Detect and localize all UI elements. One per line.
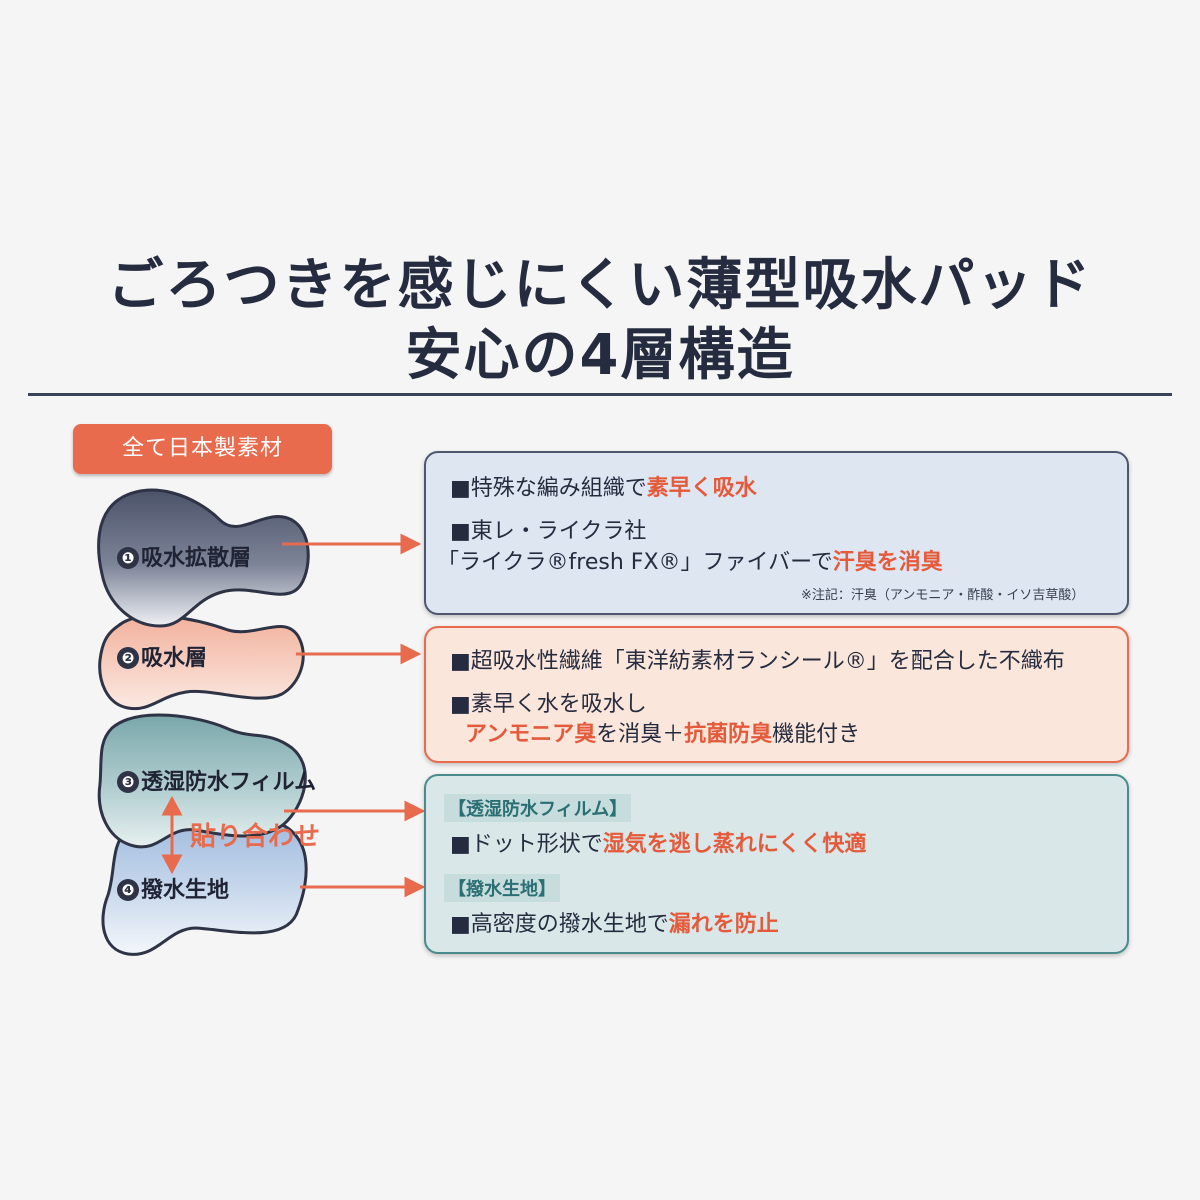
main-title-line2: 安心の4層構造 [405, 323, 795, 388]
box1-line2: ■東レ・ライクラ社 [450, 519, 647, 544]
box2-line2: ■素早く水を吸水し [450, 692, 647, 717]
box2-line1: ■超吸水性繊維「東洋紡素材ランシール®」を配合した不織布 [450, 649, 1065, 674]
layer3-shape [97, 713, 307, 849]
layer2-description-box [424, 626, 1129, 763]
box2-line3: アンモニア臭を消臭＋抗菌防臭機能付き [465, 722, 861, 747]
box1-line3: 「ライクラ®fresh FX®」ファイバーで汗臭を消臭 [437, 550, 943, 575]
bonding-label: 貼り合わせ [190, 822, 321, 852]
main-title-line1: ごろつきを感じにくい薄型吸水パッド [107, 253, 1093, 318]
box1-line1: ■特殊な編み組織で素早く吸水 [450, 476, 757, 501]
arrow-layer4 [300, 876, 426, 898]
film-tag: 【透湿防水フィルム】 [444, 794, 632, 822]
layer1-description-box [424, 451, 1129, 615]
box3-line1: ■ドット形状で湿気を逃し蒸れにくく快適 [450, 832, 867, 857]
double-arrow [161, 795, 183, 875]
box1-note: ※注記：汗臭（アンモニア・酢酸・イソ吉草酸） [801, 588, 1085, 603]
arrow-layer1 [282, 533, 422, 555]
made-in-japan-badge: 全て日本製素材 [73, 424, 332, 474]
box3-line2: ■高密度の撥水生地で漏れを防止 [450, 912, 779, 937]
layer1-shape [97, 488, 310, 628]
arrow-layer3 [284, 800, 426, 822]
arrow-layer2 [296, 643, 422, 665]
divider [28, 393, 1172, 396]
layer2-shape [98, 614, 305, 711]
fabric-tag: 【撥水生地】 [444, 874, 560, 902]
